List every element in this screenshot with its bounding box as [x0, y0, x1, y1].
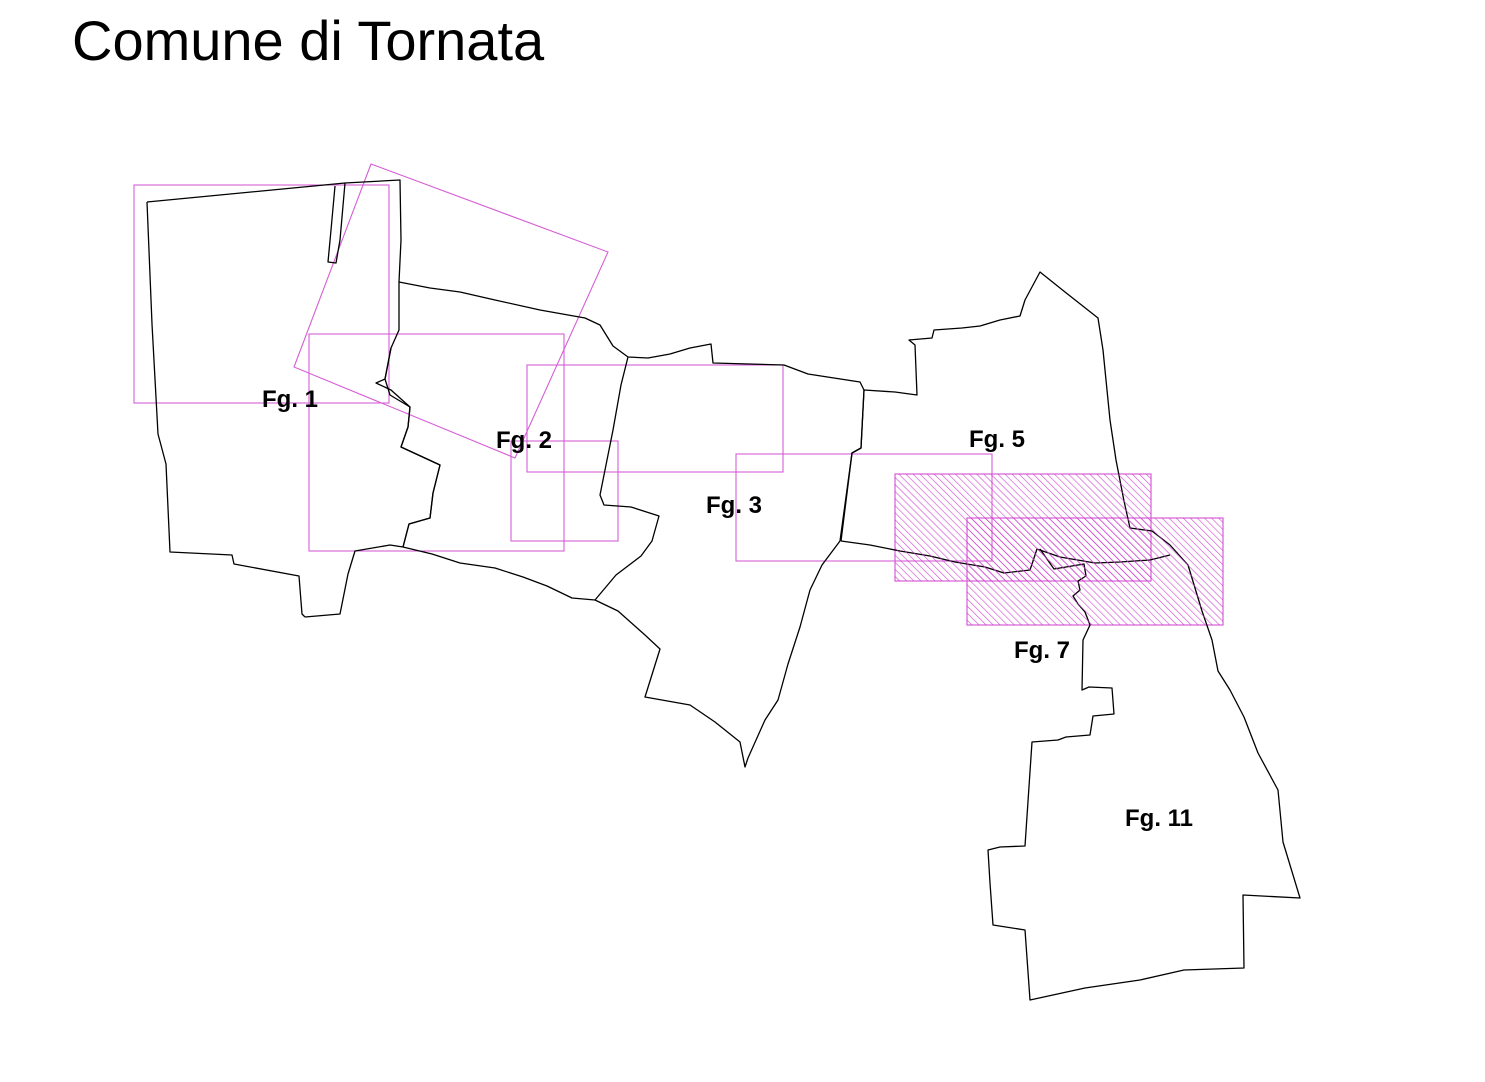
boundary-east	[840, 271, 1301, 1001]
page-title: Comune di Tornata	[72, 9, 545, 72]
sheet-label-fg2: Fg. 2	[496, 427, 552, 454]
sheet-frame	[133, 184, 390, 404]
boundary-sheet-1-2	[375, 347, 441, 548]
sheet-frame	[510, 440, 619, 542]
sheet-label-fg1: Fg. 1	[262, 386, 318, 413]
sheet-frame	[293, 163, 609, 459]
boundary-west	[146, 179, 865, 768]
sheet-label-fg3: Fg. 3	[706, 492, 762, 519]
sheet-frame	[526, 364, 784, 473]
boundary-sheet-2-3	[594, 356, 660, 601]
sheet-label-fg5: Fg. 5	[969, 426, 1025, 453]
hatched-areas	[895, 474, 1223, 625]
sheet-label-fg11: Fg. 11	[1125, 805, 1193, 832]
sheet-label-fg7: Fg. 7	[1014, 637, 1070, 664]
hatched-area	[967, 518, 1223, 625]
sheet-labels: Fg. 1 Fg. 2 Fg. 3 Fg. 5 Fg. 7 Fg. 11	[262, 386, 1193, 832]
sheet-frame	[308, 333, 565, 552]
